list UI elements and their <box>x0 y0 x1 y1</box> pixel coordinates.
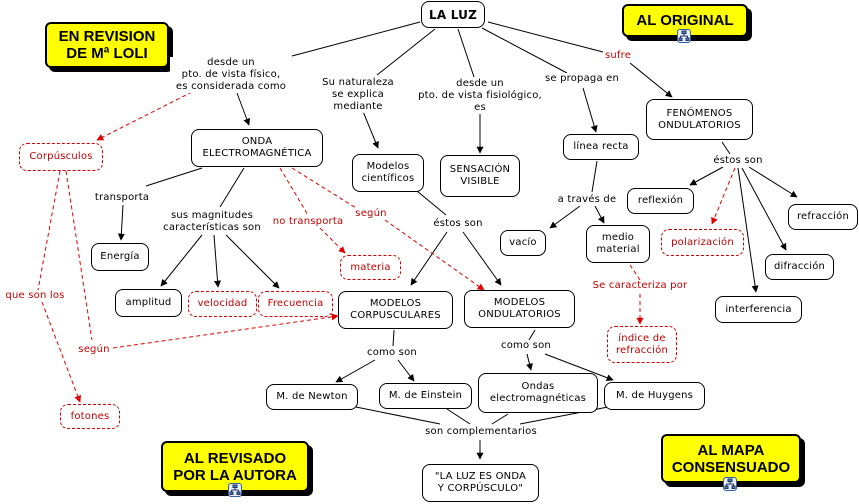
linking-phrase: a través de <box>554 194 620 206</box>
concept-map-link-icon[interactable] <box>723 477 737 491</box>
link-transporta-energia <box>117 204 125 241</box>
link-atraves-vacio <box>549 205 581 229</box>
concept-corpusculos[interactable]: Corpúsculos <box>19 143 103 171</box>
link-fenomenos-estos <box>721 141 731 155</box>
linking-phrase: como son <box>365 347 419 359</box>
link-como-ondas <box>526 353 533 371</box>
linking-phrase: según <box>76 344 112 356</box>
link-onda-notransporta <box>279 167 309 216</box>
badge-en-revision[interactable]: EN REVISION DE Mª LOLI <box>45 22 169 68</box>
link-estos-polarizacion <box>711 167 736 225</box>
linking-phrase: como son <box>499 340 553 352</box>
link-segun-corpusculares <box>112 313 339 349</box>
concept-modelos-corpusculares[interactable]: MODELOS CORPUSCULARES <box>338 291 453 329</box>
link-sufre-fenomenos <box>629 62 673 98</box>
link-corpusculos-queson <box>37 170 61 291</box>
linking-phrase: no transporta <box>272 216 344 228</box>
link-fisico-onda <box>236 92 251 126</box>
concept-fenomenos-ondulatorios[interactable]: FENÓMENOS ONDULATORIOS <box>646 99 753 140</box>
linking-phrase: según <box>353 208 389 220</box>
linking-phrase: Se caracteriza por <box>588 280 692 292</box>
concept-fotones[interactable]: fotones <box>60 404 120 429</box>
concept-vacio[interactable]: vacío <box>500 230 546 256</box>
linking-phrase: sus magnitudes características son <box>160 210 264 234</box>
concept-sensacion-visible[interactable]: SENSACIÓN VISIBLE <box>440 155 520 197</box>
link-newton-comp <box>355 406 441 425</box>
linking-phrase: se propaga en <box>538 73 626 85</box>
link-onda-transporta <box>145 167 203 187</box>
concept-medio-material[interactable]: medio material <box>586 225 650 263</box>
linking-phrase: que son los <box>1 290 69 302</box>
concept-interferencia[interactable]: interferencia <box>715 296 802 323</box>
link-segun-ondulatorios <box>384 219 485 291</box>
link-estos-refraccion <box>748 166 798 198</box>
link-magnitudes-amplitud <box>160 234 203 287</box>
concept-m-de-einstein[interactable]: M. de Einstein <box>379 383 472 409</box>
concept-indice-refraccion[interactable]: índice de refracción <box>607 326 677 363</box>
link-estos-corpusculares <box>410 231 448 286</box>
badge-al-mapa-consensuado[interactable]: AL MAPA CONSENSUADO <box>661 434 801 483</box>
link-einstein-comp <box>446 408 471 425</box>
link-modelos-estos <box>416 190 447 216</box>
linking-phrase: transporta <box>92 192 152 204</box>
linking-phrase: éstos son <box>429 218 487 230</box>
link-onda-segun <box>291 167 357 209</box>
link-luz-fisico <box>291 21 421 57</box>
link-ondas-comp <box>491 413 509 425</box>
link-estos-difraccion <box>741 167 787 251</box>
linking-phrase: son complementarios <box>419 426 543 438</box>
concept-polarizacion[interactable]: polarización <box>661 229 744 256</box>
concept-m-de-huygens[interactable]: M. de Huygens <box>604 382 705 410</box>
linking-phrase: Su naturaleza se explica mediante <box>310 77 406 113</box>
link-ondulatorios-como <box>528 329 536 341</box>
concept-modelos-ondulatorios[interactable]: MODELOS ONDULATORIOS <box>464 290 575 328</box>
link-estos-reflexion <box>689 166 724 186</box>
link-estos-ondulatorios <box>462 231 502 286</box>
linking-phrase: desde un pto. de vista físico, es consid… <box>170 57 292 93</box>
linking-phrase: éstos son <box>709 155 767 167</box>
concept-refraccion[interactable]: refracción <box>788 204 858 230</box>
link-corpusculares-como <box>392 329 395 347</box>
link-notransporta-materia <box>319 227 346 254</box>
concept-energia[interactable]: Energía <box>91 243 149 271</box>
concept-la-luz[interactable]: LA LUZ <box>421 1 485 28</box>
concept-amplitud[interactable]: amplitud <box>115 289 182 317</box>
link-propaga-linea <box>582 87 598 133</box>
concept-map-link-icon[interactable] <box>228 483 242 497</box>
link-como-huygens <box>544 353 614 382</box>
link-fisico-corpusculos <box>96 91 193 141</box>
concept-velocidad[interactable]: velocidad <box>188 291 257 317</box>
link-luz-propaga <box>481 27 568 74</box>
concept-materia[interactable]: materia <box>340 255 401 280</box>
concept-ondas-electromagneticas[interactable]: Ondas electromagnéticas <box>478 373 598 413</box>
link-como-einstein <box>397 359 415 382</box>
link-luz-naturaleza <box>376 28 436 76</box>
link-corpusculos-segun <box>65 170 93 341</box>
link-queson-fotones <box>41 301 82 403</box>
concept-onda-electromagnetica[interactable]: ONDA ELECTROMAGNÉTICA <box>191 129 323 167</box>
link-estos-interferencia <box>737 167 759 293</box>
concept-difraccion[interactable]: difracción <box>765 254 834 280</box>
link-luz-sufre <box>487 21 604 53</box>
link-como-newton <box>335 359 376 383</box>
concept-modelos-cientificos[interactable]: Modelos científicos <box>352 154 424 192</box>
link-atraves-medio <box>594 205 605 224</box>
concept-reflexion[interactable]: reflexión <box>627 188 694 214</box>
concept-frecuencia[interactable]: Frecuencia <box>258 291 333 317</box>
link-luz-fisiologico <box>457 28 475 78</box>
badge-al-revisado[interactable]: AL REVISADO POR LA AUTORA <box>161 441 309 492</box>
link-magnitudes-frecuencia <box>225 234 280 289</box>
link-magnitudes-velocidad <box>213 234 222 288</box>
linking-phrase: desde un pto. de vista fisiológico, es <box>410 78 550 114</box>
link-onda-magnitudes <box>219 167 245 208</box>
link-naturaleza-modelos <box>361 108 379 149</box>
concept-linea-recta[interactable]: línea recta <box>563 134 639 160</box>
concept-m-de-newton[interactable]: M. de Newton <box>266 384 358 410</box>
concept-map-link-icon[interactable] <box>677 29 691 43</box>
link-linea-atraves <box>591 160 598 193</box>
concept-la-luz-es-onda-y-corpusculo[interactable]: "LA LUZ ES ONDA Y CORPÚSCULO" <box>422 464 539 502</box>
linking-phrase: sufre <box>603 50 633 62</box>
link-medio-caracteriza <box>629 264 641 281</box>
